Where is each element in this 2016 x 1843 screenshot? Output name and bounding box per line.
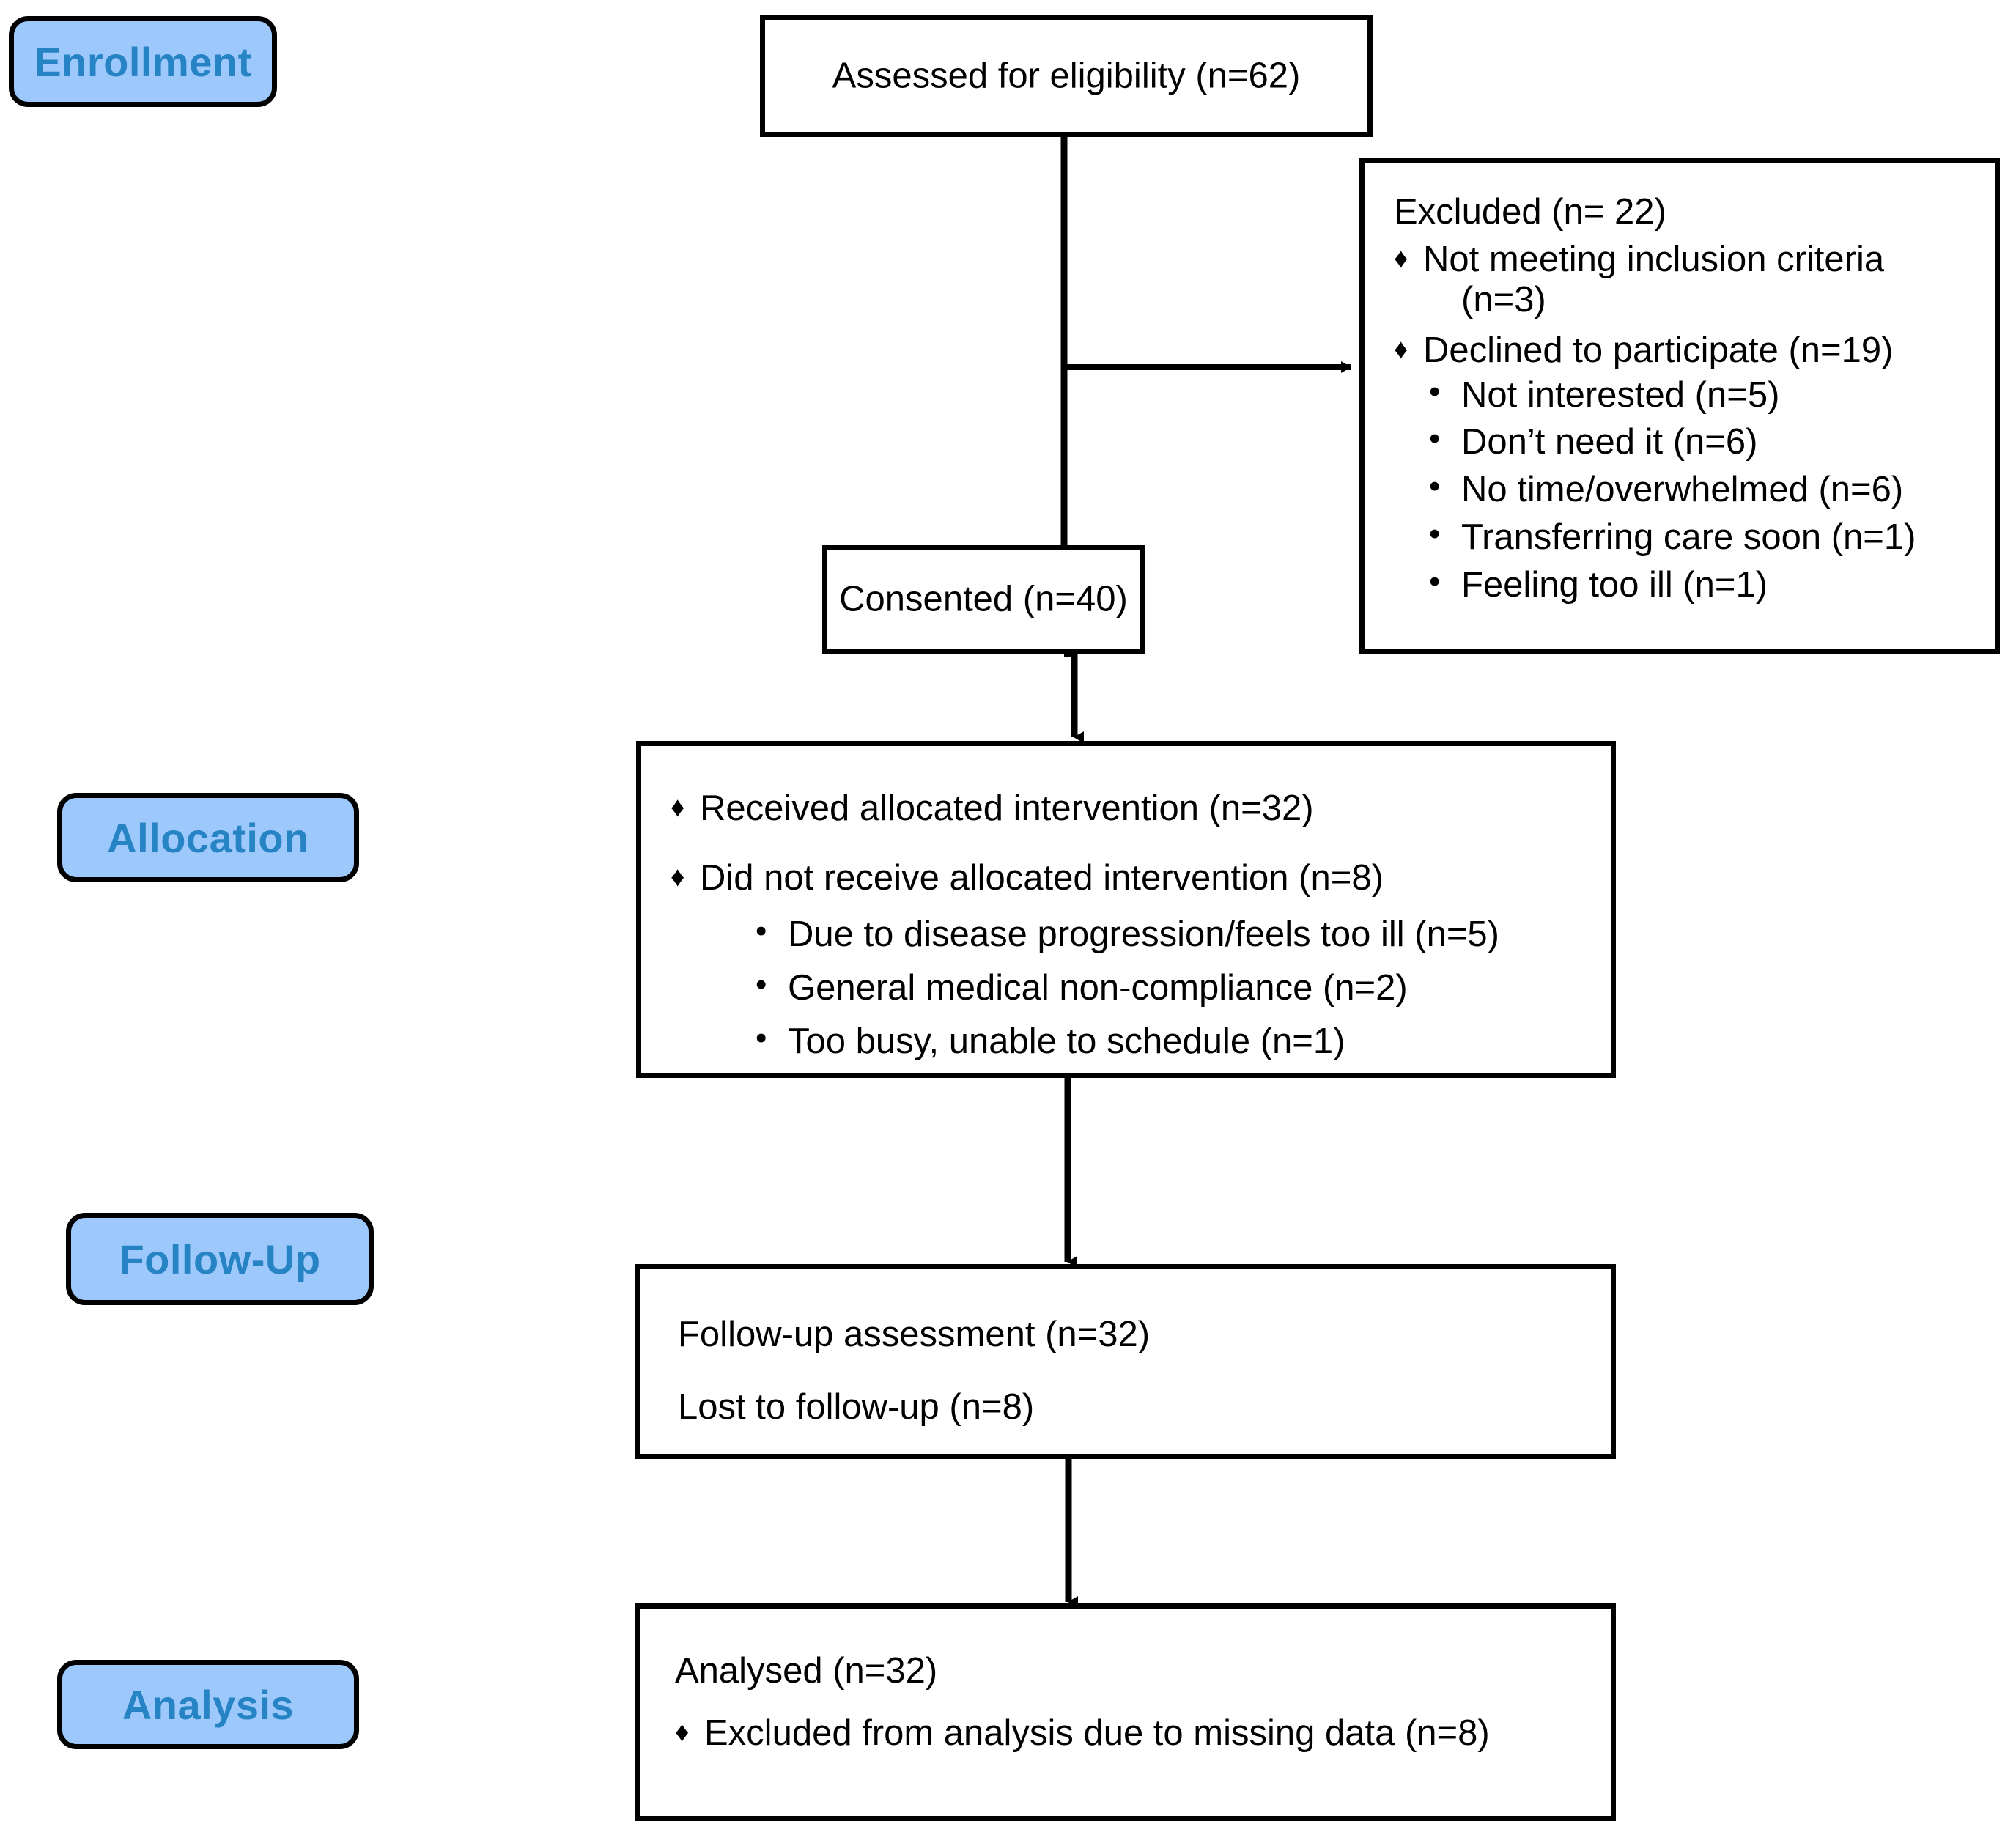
excluded-list: ♦ Not meeting inclusion criteria (n=3) ♦…	[1389, 240, 1973, 605]
excluded-sub-item-text: Feeling too ill (n=1)	[1461, 565, 1768, 605]
allocation-item-text: Did not receive allocated intervention (…	[700, 857, 1384, 898]
followup-assessment-text: Follow-up assessment (n=32)	[678, 1315, 1151, 1354]
analysis-item: ♦ Excluded from analysis due to missing …	[675, 1713, 1589, 1754]
box-excluded: Excluded (n= 22) ♦ Not meeting inclusion…	[1359, 158, 2000, 654]
box-allocation: ♦ Received allocated intervention (n=32)…	[636, 741, 1616, 1078]
consented-text: Consented (n=40)	[839, 579, 1128, 619]
analysed-heading: Analysed (n=32)	[675, 1651, 938, 1691]
diamond-bullet-icon: ♦	[1394, 243, 1408, 274]
diamond-bullet-icon: ♦	[1394, 333, 1408, 365]
excluded-sub-item: • Transferring care soon (n=1)	[1423, 516, 1973, 558]
allocation-sub-item: • Due to disease progression/feels too i…	[750, 912, 1589, 955]
allocation-sub-item: • General medical non-compliance (n=2)	[750, 966, 1589, 1008]
stage-label-analysis-text: Analysis	[122, 1681, 295, 1728]
dot-bullet-icon: •	[756, 1019, 767, 1056]
allocation-list: ♦ Received allocated intervention (n=32)…	[666, 788, 1589, 1061]
dot-bullet-icon: •	[1429, 516, 1441, 553]
box-consented: Consented (n=40)	[822, 545, 1145, 654]
excluded-item: ♦ Not meeting inclusion criteria (n=3)	[1389, 240, 1973, 320]
excluded-sub-item-text: No time/overwhelmed (n=6)	[1461, 470, 1904, 510]
diamond-bullet-icon: ♦	[671, 861, 685, 893]
dot-bullet-icon: •	[756, 912, 767, 949]
excluded-sub-item: • Not interested (n=5)	[1423, 373, 1973, 415]
allocation-sub-item-text: General medical non-compliance (n=2)	[788, 967, 1408, 1008]
excluded-item-continuation: (n=3)	[1461, 279, 1546, 320]
excluded-sub-item: • No time/overwhelmed (n=6)	[1423, 468, 1973, 510]
box-assessed-for-eligibility: Assessed for eligibility (n=62)	[760, 15, 1373, 137]
stage-label-enrollment-text: Enrollment	[34, 38, 252, 85]
stage-label-allocation: Allocation	[57, 793, 359, 882]
stage-label-allocation-text: Allocation	[107, 814, 309, 861]
excluded-sub-item: • Feeling too ill (n=1)	[1423, 564, 1973, 605]
stage-label-analysis: Analysis	[57, 1660, 359, 1749]
excluded-sub-item-text: Transferring care soon (n=1)	[1461, 517, 1916, 558]
stage-label-followup-text: Follow-Up	[119, 1236, 321, 1282]
allocation-item-text: Received allocated intervention (n=32)	[700, 788, 1314, 828]
allocation-sub-item-text: Due to disease progression/feels too ill…	[788, 914, 1500, 954]
box-analysis: Analysed (n=32) ♦ Excluded from analysis…	[635, 1603, 1616, 1821]
assessed-for-eligibility-text: Assessed for eligibility (n=62)	[832, 56, 1301, 96]
dot-bullet-icon: •	[756, 966, 767, 1002]
followup-spacer	[678, 1355, 1589, 1387]
excluded-sub-list: • Not interested (n=5) • Don’t need it (…	[1423, 373, 1973, 605]
excluded-item: ♦ Declined to participate (n=19) • Not i…	[1389, 330, 1973, 605]
excluded-item-text: Declined to participate (n=19)	[1423, 330, 1894, 370]
excluded-sub-item: • Don’t need it (n=6)	[1423, 421, 1973, 462]
stage-label-enrollment: Enrollment	[9, 16, 277, 107]
lost-to-followup-text: Lost to follow-up (n=8)	[678, 1386, 1035, 1427]
diamond-bullet-icon: ♦	[671, 792, 685, 823]
stage-label-followup: Follow-Up	[66, 1213, 374, 1305]
dot-bullet-icon: •	[1429, 373, 1441, 410]
excluded-item-text: Not meeting inclusion criteria	[1423, 239, 1885, 279]
allocation-sub-item-text: Too busy, unable to schedule (n=1)	[788, 1021, 1345, 1061]
excluded-sub-item-text: Don’t need it (n=6)	[1461, 422, 1758, 462]
analysis-list: ♦ Excluded from analysis due to missing …	[675, 1713, 1589, 1754]
allocation-sub-list: • Due to disease progression/feels too i…	[750, 912, 1589, 1062]
excluded-heading: Excluded (n= 22)	[1394, 192, 1666, 232]
allocation-sub-item: • Too busy, unable to schedule (n=1)	[750, 1019, 1589, 1062]
analysis-item-text: Excluded from analysis due to missing da…	[704, 1713, 1490, 1753]
excluded-sub-item-text: Not interested (n=5)	[1461, 374, 1780, 415]
box-followup: Follow-up assessment (n=32) Lost to foll…	[635, 1264, 1616, 1459]
allocation-item: ♦ Did not receive allocated intervention…	[666, 858, 1589, 1062]
dot-bullet-icon: •	[1429, 421, 1441, 457]
dot-bullet-icon: •	[1429, 564, 1441, 599]
diamond-bullet-icon: ♦	[675, 1716, 690, 1748]
dot-bullet-icon: •	[1429, 468, 1441, 505]
allocation-item: ♦ Received allocated intervention (n=32)	[666, 788, 1589, 829]
